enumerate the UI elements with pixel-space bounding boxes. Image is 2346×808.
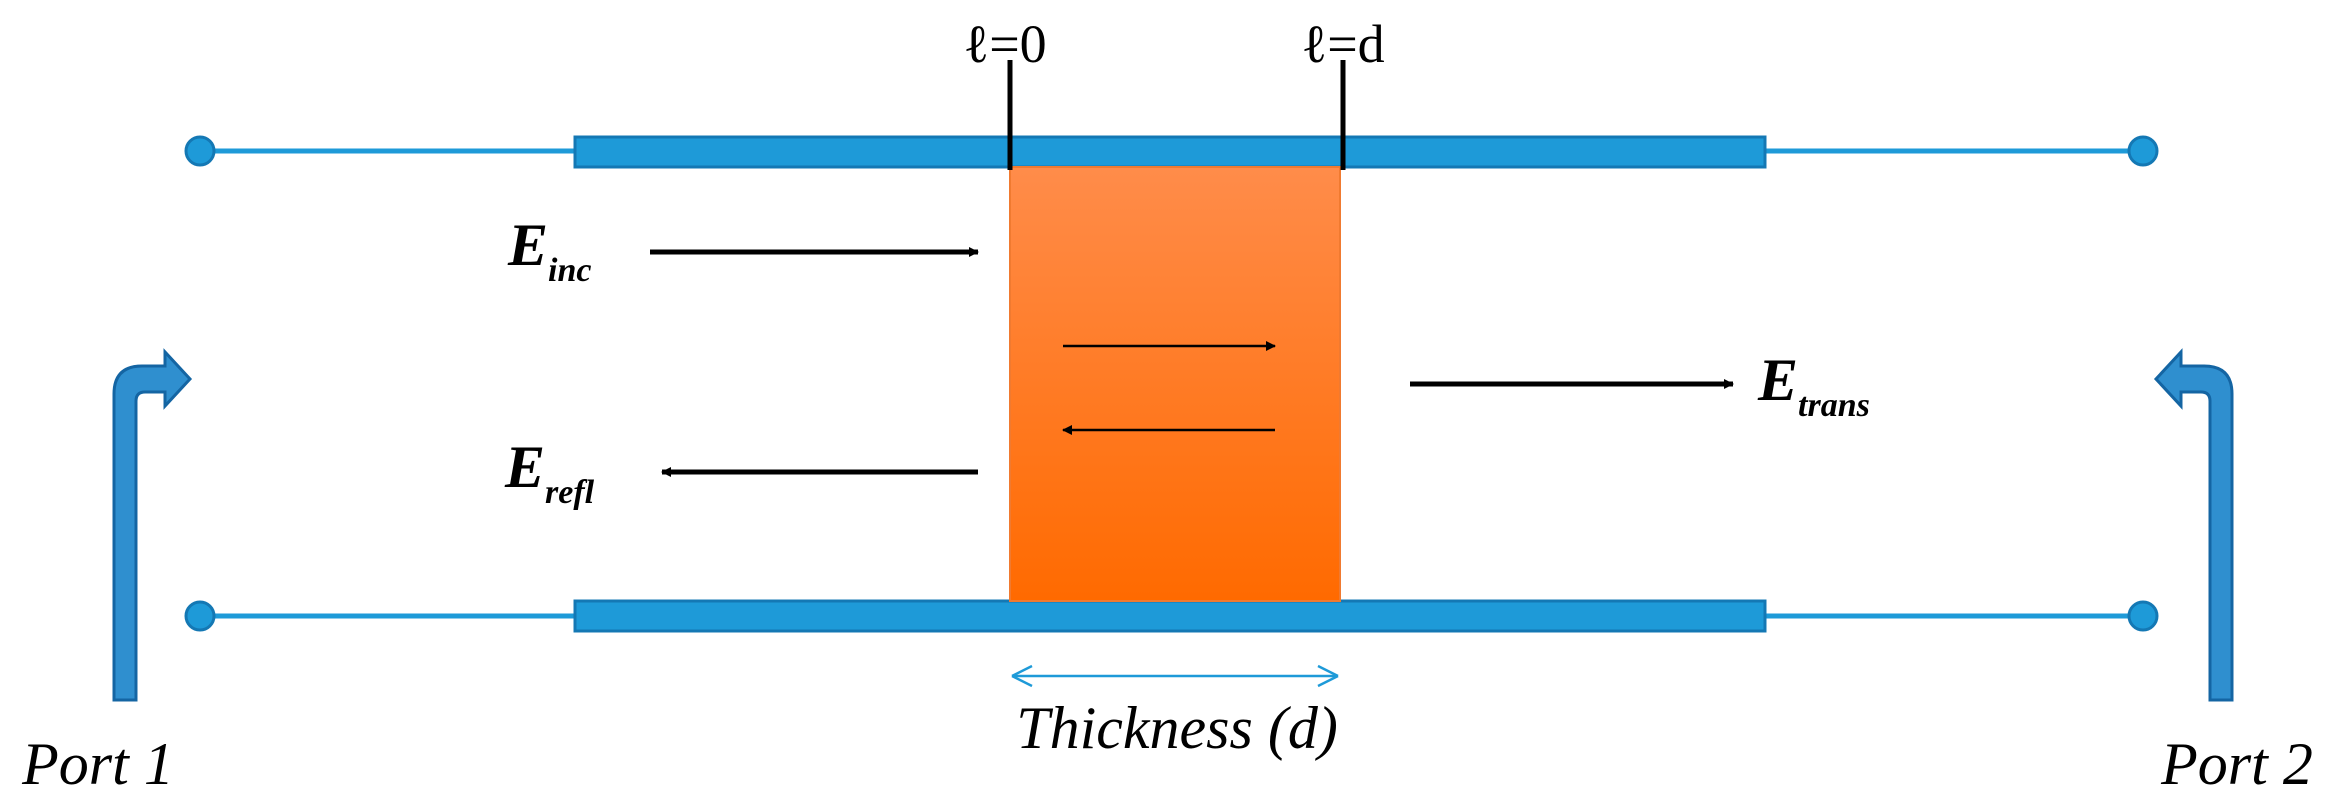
circle-terminal-icon [184,135,216,167]
label-e-inc-sub: inc [548,252,591,289]
bottom-conductor [184,599,2159,633]
label-pos-start: ℓ=0 [963,14,1046,74]
left-arrowhead-icon [1011,664,1033,688]
label-thickness: Thickness (d) [1016,695,1338,761]
label-e-trans-sub: trans [1798,387,1870,424]
material-sample [1009,166,1341,602]
circle-terminal-icon [2127,135,2159,167]
bent-up-left-arrow-icon [2153,348,2234,702]
circle-terminal-icon [184,600,216,632]
circle-terminal-icon [2127,600,2159,632]
label-e-refl-main: E [504,434,545,500]
label-e-refl-sub: refl [545,474,595,511]
top-conductor-bar [573,135,1767,169]
thickness-dimension [1011,664,1339,688]
bottom-conductor-bar [573,599,1767,633]
right-arrowhead-icon [1317,664,1339,688]
label-e-refl: Erefl [504,434,595,511]
bent-up-right-arrow-icon [112,348,193,702]
label-e-trans: Etrans [1757,347,1870,424]
label-e-inc-main: E [507,212,548,278]
top-conductor [184,135,2159,169]
label-e-trans-main: E [1757,347,1798,413]
label-port1: Port 1 [21,731,174,797]
label-port2: Port 2 [2160,731,2313,797]
label-e-inc: Einc [507,212,591,289]
label-pos-end: ℓ=d [1301,14,1384,74]
